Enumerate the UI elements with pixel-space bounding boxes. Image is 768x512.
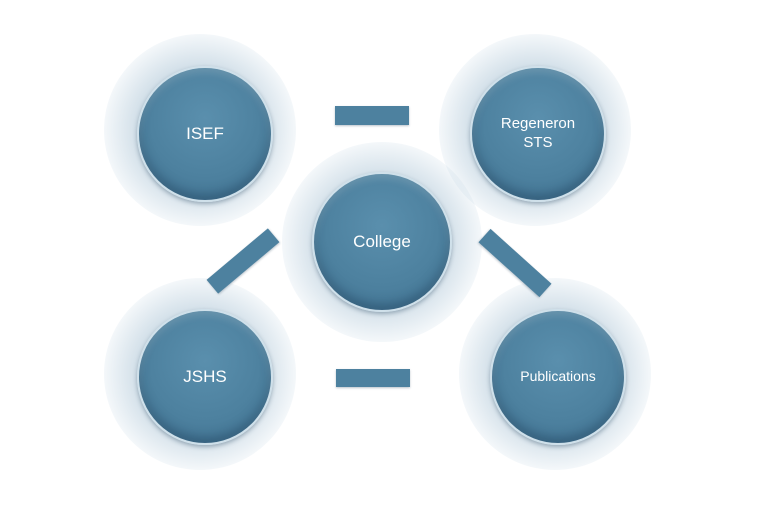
- connector-top: [335, 106, 409, 125]
- node-isef-label: ISEF: [186, 124, 224, 144]
- node-publications-label: Publications: [520, 368, 596, 385]
- node-college-label: College: [353, 232, 411, 252]
- connector-bottom: [336, 369, 410, 387]
- node-college[interactable]: College: [312, 172, 452, 312]
- node-isef: ISEF: [137, 66, 273, 202]
- node-jshs-label: JSHS: [183, 367, 227, 387]
- node-jshs: JSHS: [137, 309, 273, 445]
- node-regeneron-sts: Regeneron STS: [470, 66, 606, 202]
- node-publications: Publications: [490, 309, 626, 445]
- node-regeneron-sts-label: Regeneron STS: [500, 115, 576, 151]
- connector-left-diagonal: [206, 228, 280, 294]
